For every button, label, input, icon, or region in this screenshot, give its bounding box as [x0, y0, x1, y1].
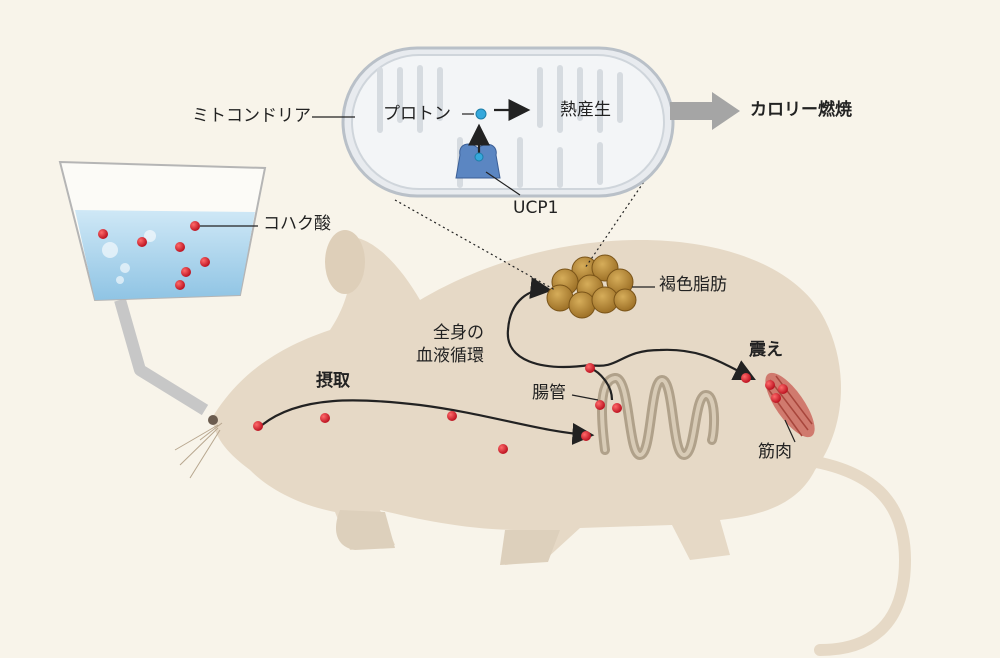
ucp1-leader [485, 171, 521, 196]
intake-label: 摂取 [316, 371, 350, 391]
circulation-label-1: 全身の [433, 323, 484, 343]
heat-label: 熱産生 [560, 100, 611, 120]
mouse-ear [325, 230, 365, 294]
circulation-label-2: 血液循環 [416, 346, 484, 366]
brown-fat-cluster [546, 254, 637, 319]
succinate-dots-beaker [98, 221, 210, 290]
circulation-arrow-to-fat [506, 277, 591, 369]
zoom-line-left [394, 199, 556, 291]
drinking-tube [114, 298, 209, 416]
brown-fat-label: 褐色脂肪 [659, 275, 727, 295]
intake-arrow [261, 399, 595, 445]
mitochondria-label: ミトコンドリア [192, 106, 311, 126]
mouse-nose [208, 415, 218, 425]
proton-dot-top [475, 108, 487, 120]
succinate-dots-gut [253, 400, 622, 454]
ucp1-label: UCP1 [513, 198, 559, 218]
circulation-arrow-to-muscle [589, 348, 756, 380]
mouse-whiskers [174, 422, 223, 479]
calorie-arrow [670, 92, 740, 130]
proton-label: プロトン [383, 104, 451, 124]
shivering-label: 震え [749, 340, 783, 360]
succinate-label: コハク酸 [263, 214, 331, 234]
muscle-illustration [765, 372, 815, 438]
proton-dot-channel [474, 152, 484, 162]
succinate-dots-blood [585, 363, 788, 403]
mouse-tail [799, 454, 912, 656]
mouse-body [212, 236, 842, 565]
mitochondrion-illustration [341, 46, 675, 198]
muscle-label: 筋肉 [758, 442, 792, 462]
mouse-paw-hind [500, 530, 560, 565]
beaker-icon [58, 160, 267, 302]
mouse-paw-front [335, 510, 395, 550]
intestine-label: 腸管 [532, 383, 566, 403]
calorie-burn-label: カロリー燃焼 [750, 100, 852, 120]
